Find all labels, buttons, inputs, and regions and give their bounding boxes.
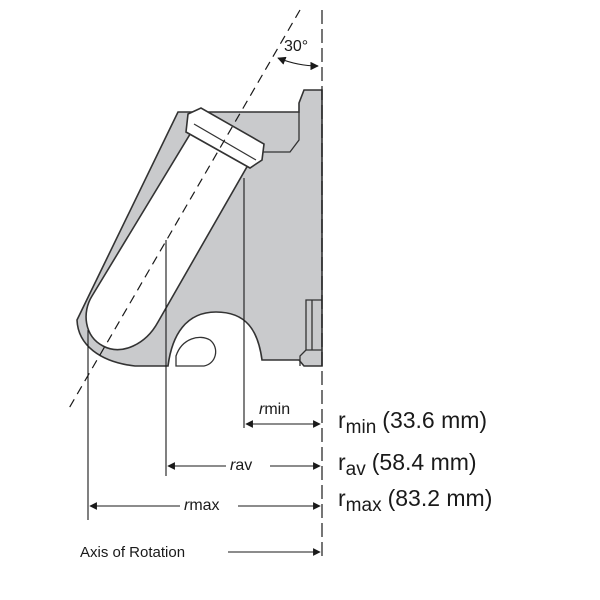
rmin-inline-label: rmin (259, 401, 290, 418)
tube-axis-dashed (67, 9, 301, 411)
sample-tube (85, 124, 254, 351)
rotor-inner-cavity (175, 336, 217, 367)
rav-inline-label: rav (230, 457, 252, 474)
axis-of-rotation-label: Axis of Rotation (80, 544, 185, 561)
angle-arc (277, 56, 319, 71)
rmax-inline-label: rmax (184, 497, 220, 514)
rotor-fitting (299, 299, 322, 366)
tube-cap-rim (193, 123, 257, 161)
rmin-value-label: rmin(33.6 mm) (338, 407, 487, 438)
rav-value-label: rav(58.4 mm) (338, 449, 477, 480)
rmax-value-label: rmax(83.2 mm) (338, 485, 492, 516)
angle-label: 30° (284, 38, 308, 55)
rotor-top-notch (256, 112, 300, 153)
